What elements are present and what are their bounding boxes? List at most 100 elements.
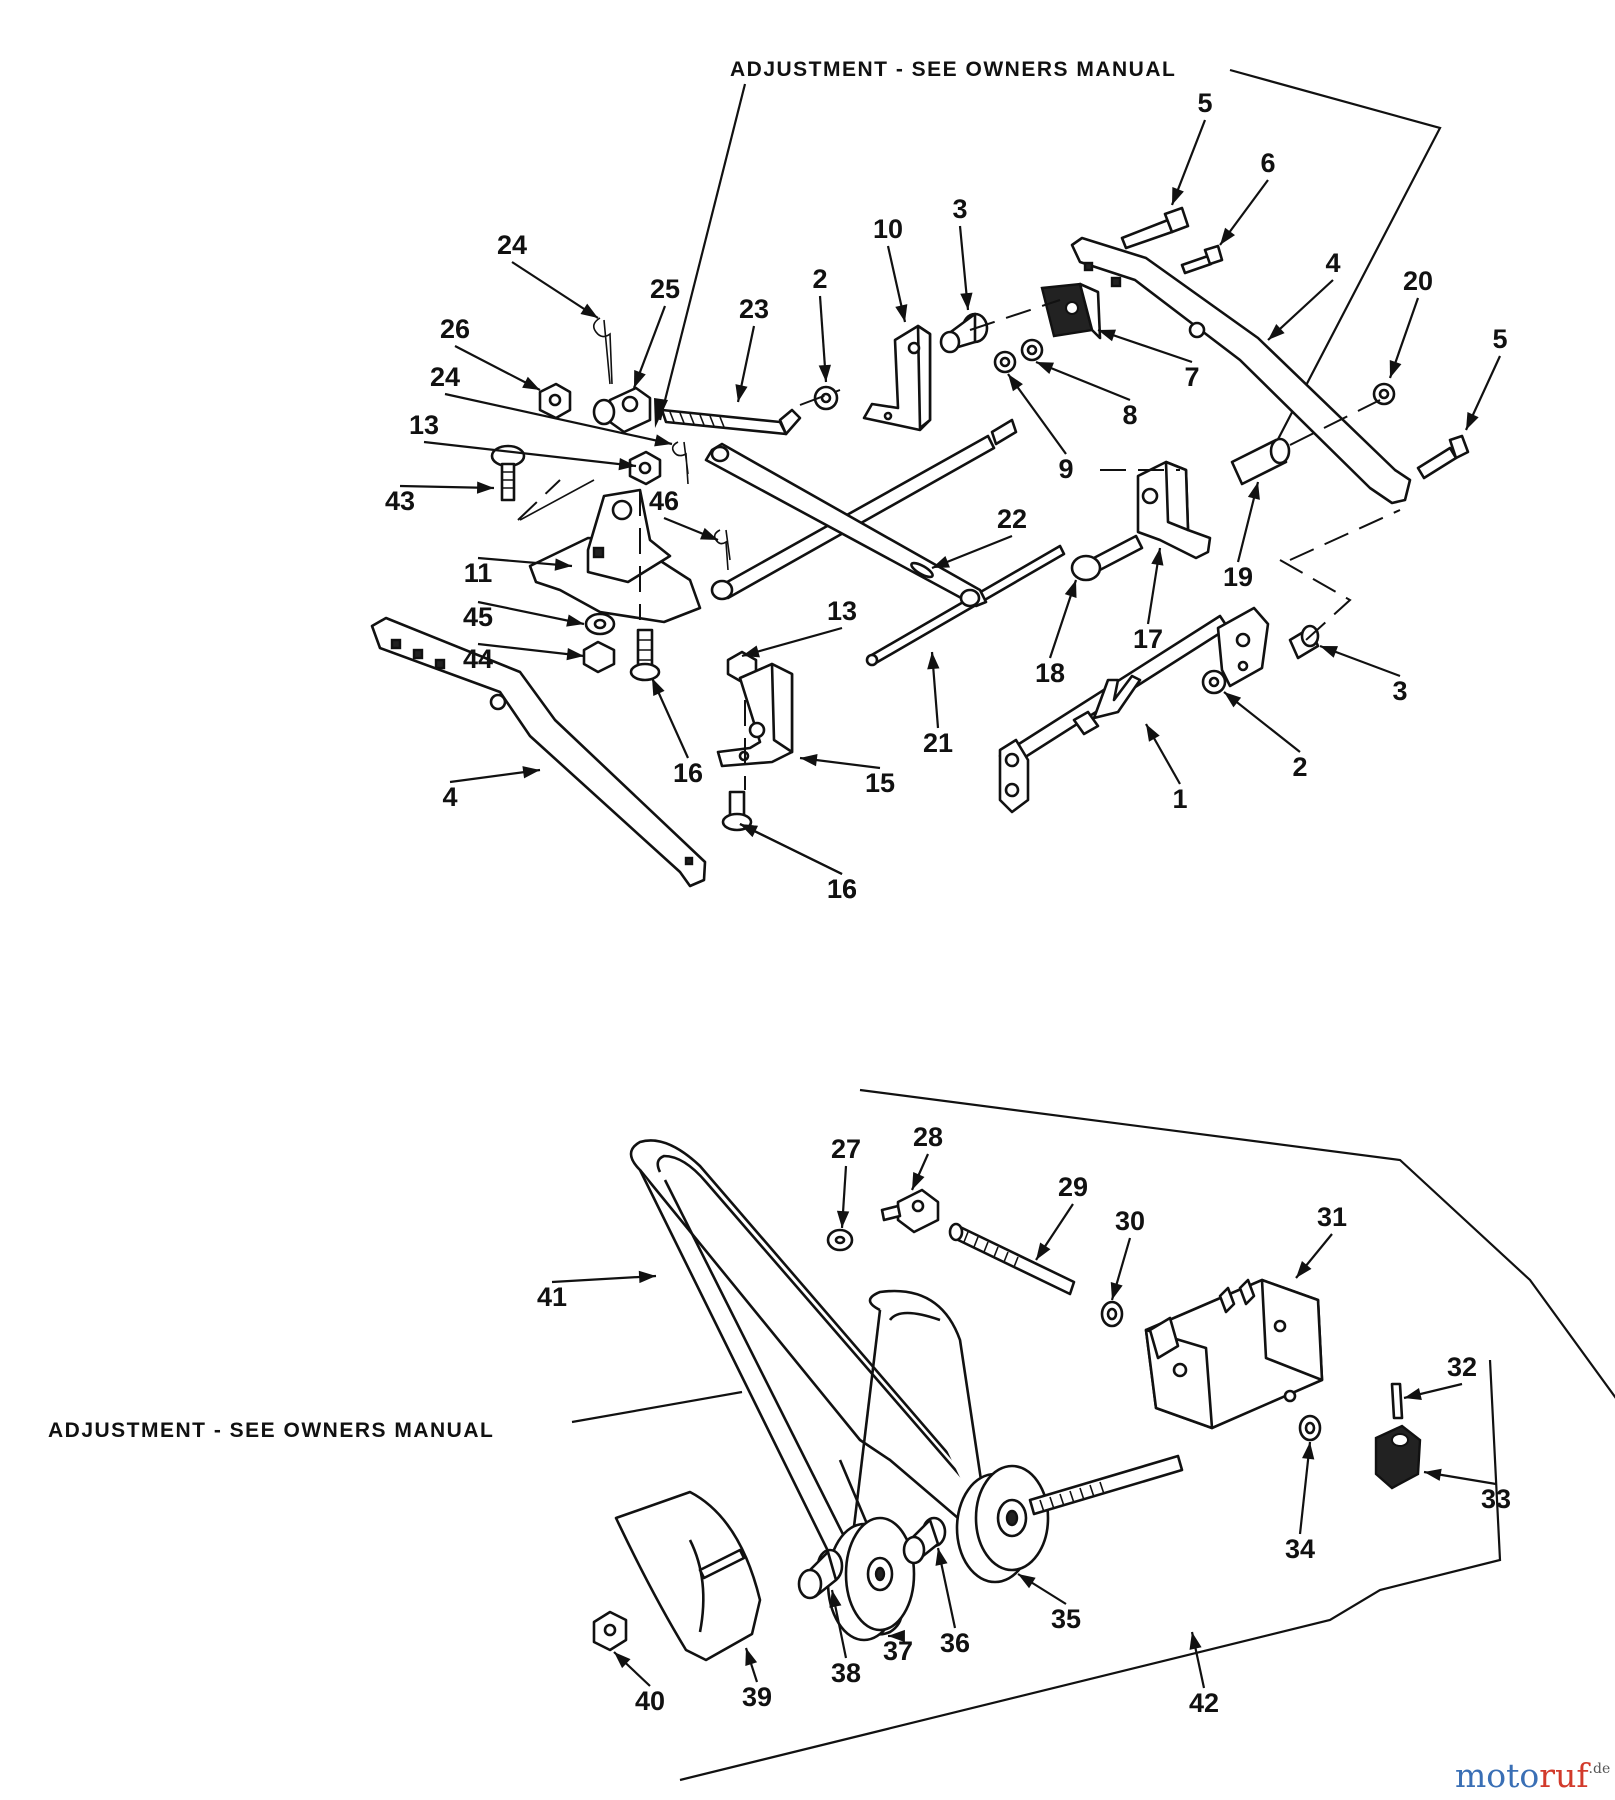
group-bracket-bottom [679, 1359, 1502, 1782]
callout-40: 40 [635, 1686, 665, 1716]
lift-arm-right [1070, 236, 1412, 505]
dash-4 [1289, 509, 1401, 561]
callout-26: 26 [440, 314, 470, 344]
callout-arrow-13 [742, 645, 760, 658]
callout-6: 6 [1260, 148, 1275, 178]
callout-4: 4 [442, 782, 457, 812]
callout-arrow-1 [1146, 724, 1160, 742]
callout-18: 18 [1035, 658, 1065, 688]
bolt-16-upper [629, 628, 661, 682]
callout-28: 28 [913, 1122, 943, 1152]
callout-38: 38 [831, 1658, 861, 1688]
note-top-leader-right [1229, 68, 1442, 471]
callout-arrow-26 [522, 376, 540, 390]
clevis-28 [880, 1188, 940, 1234]
callout-arrow-21 [927, 652, 940, 670]
callout-arrow-24 [580, 303, 598, 318]
lift-arm-left [370, 616, 707, 888]
pulley-37 [826, 1516, 916, 1642]
bracket-15 [716, 662, 794, 768]
callout-arrow-27 [836, 1210, 850, 1228]
bolt-16-lower [721, 790, 753, 832]
callout-32: 32 [1447, 1352, 1477, 1382]
screw-43 [490, 444, 526, 502]
callout-17: 17 [1133, 624, 1163, 654]
clip-27 [826, 1228, 854, 1252]
callout-arrow-4 [522, 766, 540, 779]
link-bar [704, 442, 988, 608]
callout-arrow-17 [1151, 548, 1164, 566]
rod-29 [948, 1222, 1076, 1296]
bracket-10 [862, 324, 932, 432]
callout-9: 9 [1058, 454, 1073, 484]
callout-arrow-5 [1466, 412, 1479, 430]
callout-36: 36 [940, 1628, 970, 1658]
callout-13: 13 [409, 410, 439, 440]
clevis-25 [608, 386, 652, 434]
bushing-19 [1230, 437, 1291, 486]
callout-arrow-33 [1424, 1468, 1442, 1481]
callout-arrow-3 [960, 292, 973, 310]
callout-arrow-10 [895, 304, 908, 322]
pin-32 [1390, 1382, 1404, 1420]
watermark-tld: .de [1589, 1761, 1611, 1777]
callout-4: 4 [1325, 248, 1340, 278]
callout-arrow-46 [700, 527, 718, 540]
callout-arrow-8 [1036, 362, 1054, 375]
cotter-pin-24-top [592, 317, 616, 426]
callout-24: 24 [497, 230, 527, 260]
callout-arrow-3 [1320, 646, 1338, 658]
adjustment-note-bottom: ADJUSTMENT - SEE OWNERS MANUAL [48, 1419, 494, 1442]
callout-leader-13 [423, 440, 637, 468]
shaft-screw [1028, 1454, 1184, 1516]
callout-11: 11 [464, 558, 493, 588]
nut-26 [538, 382, 572, 420]
housing-31 [1144, 1278, 1324, 1430]
callout-leader-45 [477, 600, 585, 626]
bolt-5-top [1120, 206, 1190, 250]
bolt-5-right [1416, 434, 1470, 480]
callout-leader-16 [739, 823, 843, 875]
callout-leader-44 [477, 642, 585, 658]
callout-arrow-28 [912, 1172, 925, 1190]
callout-leader-24 [444, 392, 673, 446]
callout-24: 24 [430, 362, 460, 392]
belt-inner [868, 1289, 992, 1541]
callout-leader-13 [741, 626, 843, 658]
callout-1: 1 [1172, 784, 1187, 814]
cotter-pin-46 [713, 529, 731, 571]
callout-35: 35 [1051, 1604, 1081, 1634]
callout-29: 29 [1058, 1172, 1088, 1202]
callout-21: 21 [923, 728, 953, 758]
callout-45: 45 [463, 602, 493, 632]
callout-44: 44 [463, 644, 493, 674]
callout-arrow-40 [614, 1652, 631, 1669]
watermark-brand-b: ruf [1539, 1756, 1591, 1795]
svg-text:motoruf.de: motoruf.de [1455, 1756, 1610, 1795]
callout-arrow-16 [740, 824, 758, 837]
callout-3: 3 [1392, 676, 1407, 706]
belt-41 [629, 1139, 1007, 1636]
callout-19: 19 [1223, 562, 1253, 592]
callout-23: 23 [739, 294, 769, 324]
callout-arrow-30 [1110, 1282, 1123, 1300]
arm-hole [1188, 321, 1206, 339]
nut-13-top [628, 450, 662, 486]
callout-16: 16 [673, 758, 703, 788]
nut-40 [592, 1610, 628, 1652]
callout-27: 27 [831, 1134, 861, 1164]
callout-arrow-13 [618, 457, 636, 471]
callout-arrow-19 [1247, 482, 1260, 500]
rod-23 [660, 408, 802, 436]
callout-5: 5 [1197, 88, 1212, 118]
nut-44 [582, 640, 616, 674]
callout-arrow-7 [1098, 329, 1116, 342]
callout-arrow-5 [1172, 187, 1184, 205]
callout-arrow-20 [1389, 360, 1402, 378]
plate-leader [519, 479, 595, 521]
upper-assembly: ADJUSTMENT - SEE OWNERS MANUAL [370, 58, 1470, 888]
guard-39 [614, 1490, 762, 1662]
callout-arrow-42 [1189, 1632, 1202, 1650]
